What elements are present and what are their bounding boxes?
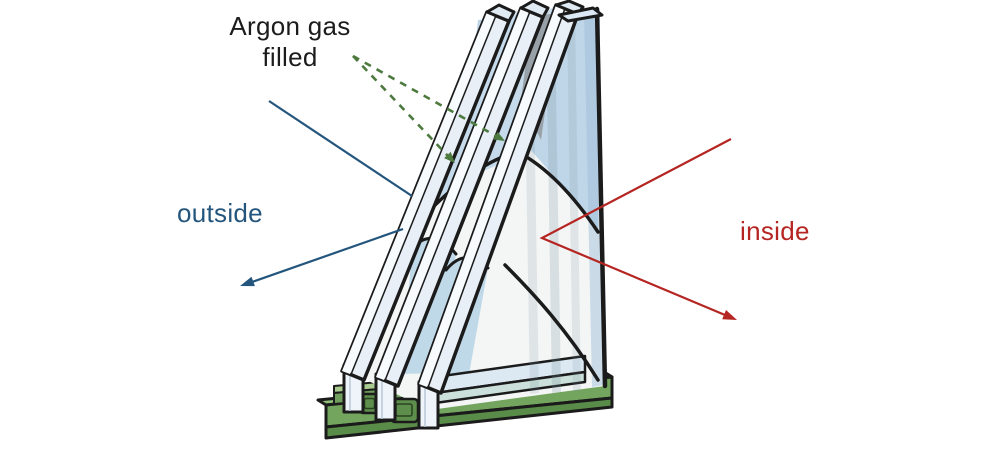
- middle-pane-top-cap: [519, 0, 550, 19]
- outer-pane-top-cap: [485, 3, 516, 23]
- installed-pane-edge: [594, 6, 608, 389]
- base-bottom-lip: [324, 396, 614, 440]
- outer-pane-highlight: [342, 12, 495, 374]
- installed-pane-top-cap: [557, 6, 604, 23]
- inside-label: inside: [740, 216, 810, 246]
- inner-pane-highlight: [419, 5, 564, 387]
- middle-pane-highlight: [376, 8, 529, 380]
- argon-gas-label-line2: filled: [262, 42, 318, 72]
- argon-arrowhead-2-icon: [444, 151, 455, 163]
- outside-arrow-incoming: [268, 100, 413, 197]
- inside-arrowhead-icon: [722, 310, 737, 320]
- outside-label: outside: [177, 198, 263, 228]
- outside-arrow: [251, 100, 413, 284]
- argon-pointer-arrows: [352, 54, 497, 157]
- argon-gas-label-line1: Argon gas: [229, 11, 351, 41]
- installed-pane: [557, 6, 608, 389]
- middle-pane: [374, 0, 550, 388]
- outside-arrowhead-icon: [240, 276, 255, 287]
- outside-arrow-reflected: [251, 227, 404, 284]
- argon-dashed-line-1: [352, 54, 497, 138]
- inside-arrow: [539, 138, 732, 317]
- pane-feet: [342, 363, 440, 430]
- outer-pane: [340, 3, 516, 382]
- argon-arrowhead-1-icon: [493, 131, 505, 141]
- inside-arrow-path: [539, 138, 732, 317]
- argon-dashed-line-2: [352, 55, 449, 157]
- inner-tilted-pane: [417, 0, 585, 395]
